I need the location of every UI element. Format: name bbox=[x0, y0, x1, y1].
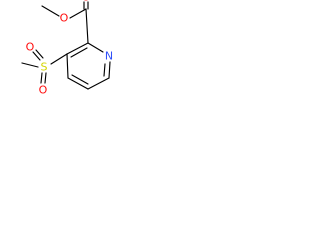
sulfur-label: S bbox=[41, 61, 48, 74]
bond-ring-sulfur bbox=[50, 53, 68, 65]
ester-oxygen-label: O bbox=[60, 12, 69, 25]
molecule-structure: O O N S O O bbox=[21, 0, 113, 97]
bond-sulfur-oxygen-top-a bbox=[32, 51, 41, 61]
bond-sulfur-oxygen-top-b bbox=[35, 49, 44, 59]
bond-ring-n1-c6 bbox=[108, 61, 111, 79]
bond-methyl-ester-oxygen bbox=[41, 5, 60, 17]
carbonyl-oxygen-label: O bbox=[82, 0, 91, 4]
ring-nitrogen-label: N bbox=[105, 50, 113, 63]
bond-sulfur-oxygen-bottom-b bbox=[44, 72, 47, 84]
sulfonyl-oxygen-top-label: O bbox=[26, 41, 35, 54]
bond-ring-c5-c4 bbox=[67, 77, 89, 90]
bond-carbonyl-ring bbox=[85, 8, 89, 44]
bond-ring-c2-n1 bbox=[87, 42, 104, 53]
bond-ring-n1-c6-inner bbox=[103, 63, 106, 77]
sulfonyl-oxygen-bottom-label: O bbox=[39, 84, 48, 97]
bond-ring-c3-c2-inner bbox=[70, 47, 88, 58]
bond-ring-c6-c5 bbox=[87, 77, 110, 90]
bond-ring-c3-c2 bbox=[66, 42, 89, 55]
bond-ring-c4-c3 bbox=[66, 53, 69, 79]
bond-sulfur-oxygen-bottom-a bbox=[40, 72, 43, 84]
bond-ester-oxygen-carbonyl bbox=[69, 8, 87, 19]
bond-ring-c5-c4-inner bbox=[71, 74, 89, 85]
bond-sulfur-methyl bbox=[21, 62, 39, 68]
